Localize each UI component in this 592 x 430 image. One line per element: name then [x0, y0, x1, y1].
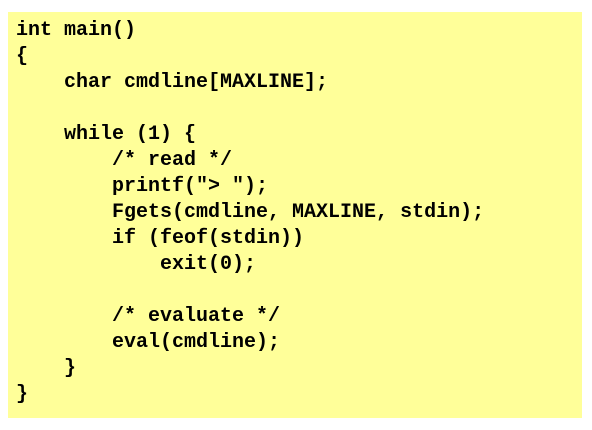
code-line: { — [16, 45, 29, 68]
code-line: } — [16, 357, 77, 380]
code-line: if (feof(stdin)) — [16, 227, 305, 250]
code-line: /* read */ — [16, 149, 233, 172]
code-line — [16, 96, 582, 122]
code-line: /* evaluate */ — [16, 305, 281, 328]
code-line: int main() — [16, 19, 137, 42]
code-line: } — [16, 383, 29, 406]
code-line — [16, 278, 582, 304]
code-line: printf("> "); — [16, 175, 269, 198]
code-block: int main() { char cmdline[MAXLINE]; whil… — [8, 12, 582, 418]
code-line: Fgets(cmdline, MAXLINE, stdin); — [16, 201, 485, 224]
code-line: exit(0); — [16, 253, 257, 276]
code-line: while (1) { — [16, 123, 197, 146]
code-line: eval(cmdline); — [16, 331, 281, 354]
code-line: char cmdline[MAXLINE]; — [16, 71, 329, 94]
